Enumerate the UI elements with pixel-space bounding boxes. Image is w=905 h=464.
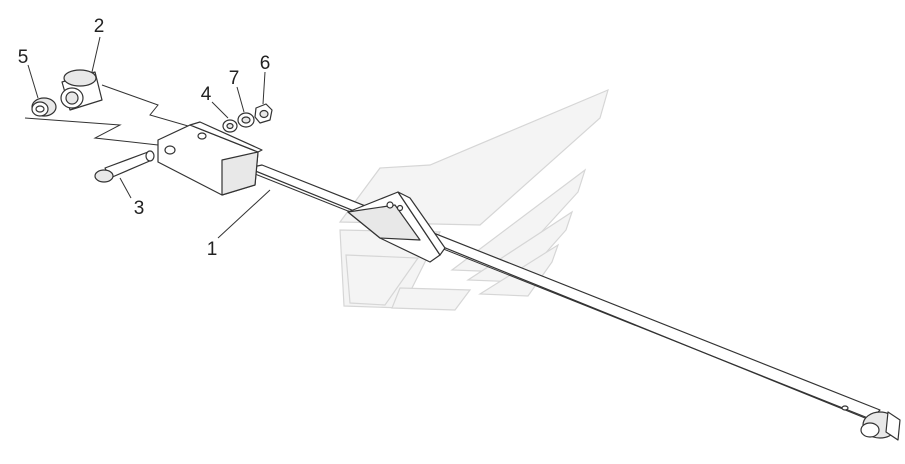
callout-6: 6 bbox=[260, 53, 271, 74]
fork-end bbox=[157, 121, 263, 196]
callout-3: 3 bbox=[134, 198, 145, 219]
callout-5: 5 bbox=[18, 47, 29, 68]
nut-part-6 bbox=[254, 103, 273, 124]
callout-4: 4 bbox=[201, 84, 212, 105]
pin-part-3 bbox=[94, 150, 155, 183]
assembly-guide-lines bbox=[24, 84, 196, 146]
bushing-part-2 bbox=[60, 69, 103, 111]
callout-2: 2 bbox=[94, 16, 105, 37]
callout-1: 1 bbox=[207, 239, 218, 260]
spring-washer-part-7 bbox=[237, 112, 255, 128]
leader-lines bbox=[27, 36, 271, 239]
callout-7: 7 bbox=[229, 68, 240, 89]
sleeve-part-5 bbox=[31, 97, 57, 117]
washer-part-4 bbox=[222, 119, 238, 133]
bracket-mount bbox=[347, 191, 446, 263]
watermark-logo bbox=[338, 88, 609, 311]
